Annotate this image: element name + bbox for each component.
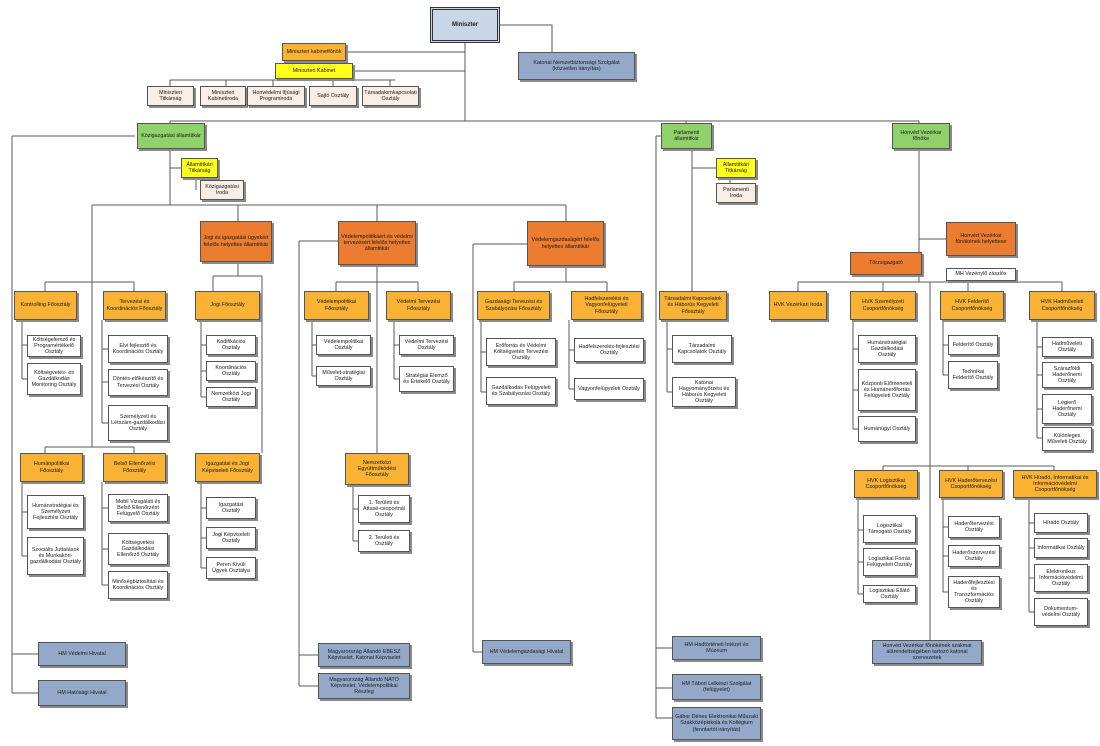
teruleti-2-box[interactable]: 2. Területi és Osztály [358,530,410,552]
minosegbiztositasi-box[interactable]: Minőségbiztosítási és Koordinációs Osztá… [108,571,168,599]
vedelempolitikai-foosztaly-box[interactable]: Védelempolitikai Főosztály [304,291,369,320]
parlamenti-allamtitkar-box[interactable]: Parlamenti államtitkár [661,123,712,149]
sajto-osztaly-box[interactable]: Sajtó Osztály [309,86,357,106]
igazgatasi-foosztaly-box[interactable]: Igazgatási és Jogi Képviseleti Főosztály [195,453,260,482]
jogi-foosztaly-box[interactable]: Jogi Főosztály [195,291,260,320]
szocialis-juttatasok-box[interactable]: Szociális Juttatások és Munkaköri-gazdál… [27,537,84,575]
humanstrategiai-gazd-box[interactable]: Humánstratégiai Gazdálkodási Osztály [858,335,916,363]
haderotervezesi-osztaly-box[interactable]: Haderőtervezési Osztály [948,516,1000,538]
hvk-szemelyzeti-box[interactable]: HVK Személyzeti Csoportfőnökség [850,291,916,320]
eroforras-box[interactable]: Erőforrás és Védelmi Költségvetés Tervez… [486,338,556,366]
vedelempolitikai-osztaly-box[interactable]: Védelempolitikai Osztály [316,335,371,355]
vedpol-helyettes-box[interactable]: Védelempolitikáért és védelmi tervezésér… [338,221,416,265]
hvk-haderotervezesi-box[interactable]: HVK Haderőtervezési Csoportfőnökség [939,470,1003,498]
hvk-felderito-box[interactable]: HVK Felderítő Csoportfőnökség [940,291,1004,320]
gabor-denes-box[interactable]: Gábor Dénes Elektronikai Műszaki Szakköz… [672,707,761,740]
hvk-fonok-box[interactable]: Honvéd Vezérkar főnöke [892,123,950,149]
kontrolling-box[interactable]: Kontrolling Főosztály [14,291,77,320]
vedgazd-helyettes-box[interactable]: Védelemgazdaságért felelős helyettes áll… [527,221,604,266]
minister-box[interactable]: Miniszter [430,7,500,43]
szemelyzeti-letszam-box[interactable]: Személyzeti és Létszám-gazdálkodási Oszt… [108,405,168,441]
mobil-vizsgalati-box[interactable]: Mobil Vizsgálati és Belső Ellenőrzést Fe… [108,494,168,522]
tarsadalmi-kapcsolatok-osztaly-box[interactable]: Társadalmi Kapcsolatok Osztály [672,335,732,363]
hvk-hirado-informatikai-box[interactable]: HVK Híradó, Informatikai és Információvé… [1013,470,1097,498]
teruleti-1-box[interactable]: 1. Területi és Attasé-csoportnál Osztály [358,495,410,523]
kabinetfonok-box[interactable]: Miniszteri kabinetfőnök [282,43,346,61]
vedelmi-tervezesi-osztaly-box[interactable]: Védelmi Tervezési Osztály [399,335,454,355]
koordinacios-box[interactable]: Koordinációs Osztály [206,361,256,381]
tarsadalomkapcsolati-box[interactable]: Társadalomkapcsolati Osztály [362,86,419,106]
belso-ellenorzesi-box[interactable]: Belső Ellenőrzési Főosztály [103,453,166,482]
tervezesi-koordinacios-box[interactable]: Tervezési és Koordinációs Főosztály [103,291,166,320]
hadmuveleti-osztaly-box[interactable]: Hadműveleti Osztály [1042,337,1092,357]
hvk-szakmai-alarendeltseg-box[interactable]: Honvéd Vezérkar főnökének szakmai aláren… [872,640,982,664]
felderito-osztaly-box[interactable]: Felderítő Osztály [948,335,998,355]
szarazfoldi-box[interactable]: Szárazföldi Haderőnemi Osztály [1042,362,1092,388]
muvelet-strategiai-box[interactable]: Művelet-stratégiai Osztály [316,366,371,386]
hadfelszereles-fejlesztesi-box[interactable]: Hadfelszerelés-fejlesztési Osztály [574,338,644,362]
miniszteri-kabinet-box[interactable]: Miniszteri Kabinet [275,63,353,79]
technikai-felderito-box[interactable]: Technikai Felderítő Osztály [948,361,998,389]
legiero-box[interactable]: Légierő Haderőnemi Osztály [1042,394,1092,424]
honvedelmi-programiroda-box[interactable]: Honvédelmi Ifjúsági Programiroda [247,86,305,106]
elektronikus-informaciovedelmi-box[interactable]: Elektronikus Információvédelmi Osztály [1034,564,1088,592]
hvk-vezerkari-iroda-box[interactable]: HVK Vezérkari Iroda [769,291,827,320]
logisztikai-forras-box[interactable]: Logisztikai Forrás Felügyeleti Osztály [863,548,916,576]
peren-kivuli-box[interactable]: Peren Kívüli Ügyek Osztálya [206,557,256,579]
knbsz-box[interactable]: Katonai Nemzetbiztonsági Szolgálat (közv… [518,52,635,80]
koltsegelemzo-box[interactable]: Költségelemző és Programértékelő Osztály [27,335,81,357]
hadfelszerelesi-box[interactable]: Hadfelszerelési és Vagyonfelügyeleti Főo… [571,291,642,320]
hvk-hadmuveleti-box[interactable]: HVK Hadműveleti Csoportfőnökség [1029,291,1095,320]
kodifikacios-box[interactable]: Kodifikációs Osztály [206,335,256,355]
torzsigazgato-box[interactable]: Törzsigazgató [850,252,922,275]
kozigazgatasi-allamtitkar-box[interactable]: Közigazgatási államtitkár [137,123,205,149]
haderoszervezesi-box[interactable]: Haderőszervezési Osztály [948,545,1000,567]
humanpolitikai-box[interactable]: Humánpolitikai Főosztály [20,453,83,482]
hm-hatosagi-hivatal-box[interactable]: HM Hatósági Hivatal [38,680,126,706]
gazdalkodas-felugyeleti-box[interactable]: Gazdálkodás Felügyeleti és Szabályozási … [486,377,556,405]
dokumentumvedelmi-box[interactable]: Dokumentum-védelmi Osztály [1034,598,1088,626]
hm-hadtorteneti-box[interactable]: HM Hadtörténeti Intézet és Múzeum [672,636,761,660]
informatikai-osztaly-box[interactable]: Informatikai Osztály [1034,538,1088,558]
jogi-helyettes-box[interactable]: Jogi és igazgatási ügyekért felelős hely… [200,221,272,262]
dontes-elokeszito-box[interactable]: Döntés-előkészítő és Tervezési Osztály [108,369,168,396]
igazgatasi-osztaly-box[interactable]: Igazgatási Osztály [206,497,256,519]
gazdasagi-tervezesi-box[interactable]: Gazdasági Tervezési és Szabályozási Főos… [477,291,550,320]
logisztikai-tamogato-box[interactable]: Logisztikai Támogató Osztály [863,515,916,543]
vagyonfelugyeleti-box[interactable]: Vagyonfelügyeleti Osztály [574,378,644,400]
humanugyi-osztaly-box[interactable]: Humánügyi Osztály [858,416,916,442]
nato-kepviselet-box[interactable]: Magyarország Állandó NATO Képviselet, Vé… [318,673,410,699]
hm-tabori-lelkeszi-box[interactable]: HM Tábori Lelkészi Szolgálat (felügyelet… [672,674,761,700]
hm-vedelmi-hivatal-box[interactable]: HM Védelmi Hivatal [38,642,126,666]
koltsegvetesi-ellenorzo-box[interactable]: Költségvetési Gazdálkodási Ellenőrző Osz… [108,533,168,565]
vedelmi-tervezesi-foosztaly-box[interactable]: Védelmi Tervezési Főosztály [386,291,451,320]
ebesz-kepviselet-box[interactable]: Magyarország Állandó EBESZ Képviselet, K… [318,643,410,667]
kabinetiroda-box[interactable]: Miniszteri Kabinetiroda [200,86,246,106]
allamtitkari-titkarsag-box[interactable]: Államtitkári Titkárság [181,158,218,178]
logisztikai-ellato-box[interactable]: Logisztikai Ellátó Osztály [863,585,916,603]
parlamenti-titkarsag-box[interactable]: Államtitkári Titkárság [716,158,756,178]
humanstrategiai-box[interactable]: Humánstratégiai és Személyzeti Fejleszté… [27,495,84,529]
jogi-kepviseleti-box[interactable]: Jogi Képviseleti Osztály [206,527,256,549]
parlamenti-iroda-box[interactable]: Parlamenti Iroda [716,183,756,203]
nemzetkozi-egyuttmukodesi-box[interactable]: Nemzetközi Együttműködési Főosztály [345,453,409,485]
strategiai-elemzo-box[interactable]: Stratégiai Elemző és Értékelő Osztály [399,366,454,392]
kozponti-eloemeneteli-box[interactable]: Központi Előmeneteli és Humánerőforrás F… [858,369,916,411]
kozigazgatasi-iroda-box[interactable]: Közigazgatási Iroda [200,180,244,200]
hvk-fonok-helyettes-box[interactable]: Honvéd Vezérkar főnökének helyettese [946,222,1016,256]
tarsadalmi-kapcsolatok-fo-box[interactable]: Társadalmi Kapcsolatok és Háborús Kegyel… [659,291,727,320]
nemzetkozi-jogi-box[interactable]: Nemzetközi Jogi Osztály [206,387,256,407]
mh-vezenylo-zaszlos-box[interactable]: MH Vezénylő zászlós [946,268,1016,281]
hm-vedelemgazdasagi-hivatal-box[interactable]: HM Védelemgazdasági Hivatal [482,640,571,664]
elvi-fejleszto-box[interactable]: Elvi fejlesztő és Koordinációs Osztály [108,335,168,363]
hvk-logisztikai-box[interactable]: HVK Logisztikai Csoportfőnökség [854,470,918,498]
haderofejlesztesi-box[interactable]: Haderőfejlesztési és Transzformációs Osz… [948,576,1000,608]
hirado-osztaly-box[interactable]: Híradó Osztály [1034,513,1088,533]
katonai-hagyomanyorzesi-box[interactable]: Katonai Hagyományőrzési és Háborús Kegye… [672,377,736,407]
kulonleges-muveleti-box[interactable]: Különleges Műveleti Osztály [1042,427,1092,451]
titkarsag-box[interactable]: Miniszteri Titkárság [147,86,194,106]
koltsegvetes-monitoring-box[interactable]: Költségvetés- és Gazdálkodás Monitoring … [27,363,81,395]
